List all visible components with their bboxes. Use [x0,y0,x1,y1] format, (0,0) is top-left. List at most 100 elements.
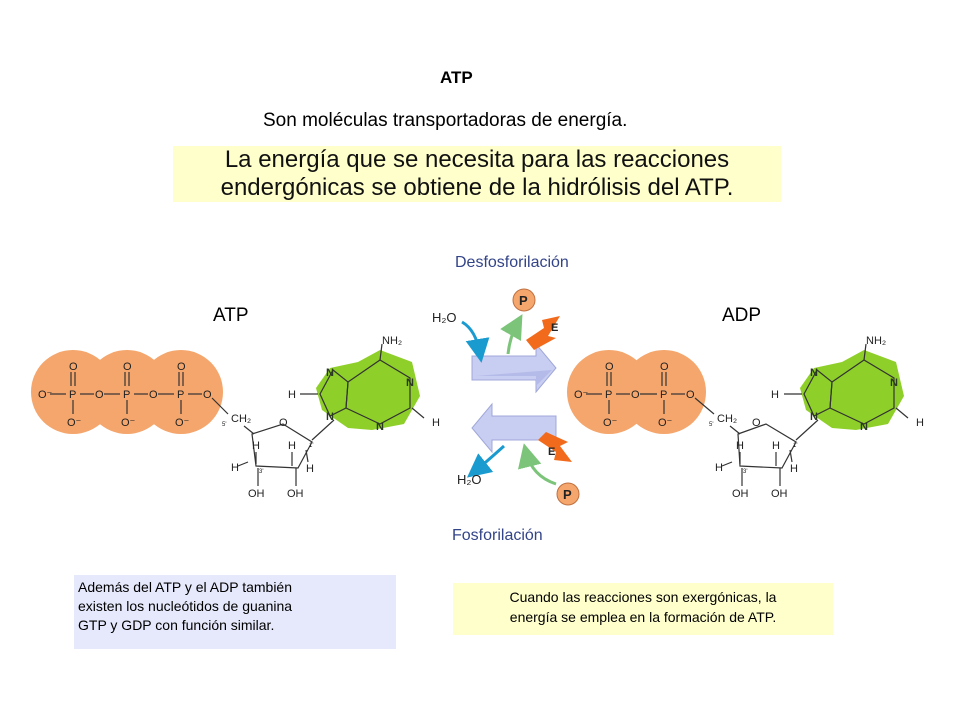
atom-label: H [252,440,260,452]
backward-arrow [471,402,557,454]
atom-label: O [203,389,212,401]
atom-label: O [149,389,158,401]
reaction-arrows: H₂O P E E H₂O P [432,288,580,506]
adp-phosphate-group: O⁻ P O P O O O O⁻ O⁻ [567,350,715,434]
atom-label: O [605,361,614,373]
atom-label: OH [771,488,788,500]
note-line: GTP y GDP con función similar. [78,617,275,633]
adp-molecule: O⁻ P O P O O O O⁻ O⁻ CH₂ 5' O H H H H [567,335,924,500]
atom-label: O⁻ [38,389,53,401]
energy-symbol: E [548,446,555,458]
atom-label: O⁻ [574,389,589,401]
note-nucleotides: Además del ATP y el ADP también existen … [74,575,396,649]
position-label: 3' [259,469,263,475]
atom-label: O [95,389,104,401]
atom-label: H [736,440,744,452]
atom-label: O [69,361,78,373]
atom-label: H [772,440,780,452]
water-label-bottom: H₂O [457,472,482,487]
atom-label: H [231,462,239,474]
atom-label: O [631,389,640,401]
page-title: ATP [440,68,473,87]
atom-label: O⁻ [175,417,190,429]
atom-label: P [69,389,76,401]
atom-label: CH₂ [231,413,251,425]
phosphate-in-arrow [518,443,557,486]
atom-label: N [810,411,818,423]
water-in-arrow [461,320,490,363]
phosphate-symbol: P [519,293,528,308]
note-line: Cuando las reacciones son exergónicas, l… [509,589,777,605]
atom-label: H [288,440,296,452]
atom-label: O [279,417,288,429]
atp-label: ATP [213,305,249,326]
energy-bolt-icon [538,432,572,462]
atom-label: H [715,462,723,474]
phosphate-icon [556,482,580,506]
atom-label: O [123,361,132,373]
note-exergonic: Cuando las reacciones son exergónicas, l… [453,583,833,635]
note-line: energía se emplea en la formación de ATP… [509,609,777,625]
atom-label: O [752,417,761,429]
position-label: 1' [793,443,797,449]
atom-label: H [790,463,798,475]
energy-bolt-icon [526,316,560,350]
note-line: Además del ATP y el ADP también [78,579,293,595]
phosphate-circle [139,350,223,434]
atom-label: O [660,361,669,373]
adp-label: ADP [722,305,762,326]
atp-ribose: CH₂ 5' O H H H H OH OH 3' 1' [222,413,335,500]
atom-label: N [810,367,818,379]
atom-label: H [916,417,924,429]
atom-label: O⁻ [67,417,82,429]
adp-ribose: CH₂ 5' O H H H H OH OH 3' 1' [709,413,819,500]
atom-label: H [306,463,314,475]
atom-label: P [177,389,184,401]
forward-arrow [471,342,557,394]
water-out-arrow [466,444,506,478]
atom-label: H [771,389,779,401]
highlight-line-2: endergónicas se obtiene de la hidrólisis… [220,174,734,201]
highlight-box: La energía que se necesita para las reac… [173,146,781,202]
phosphate-icon [512,288,536,312]
atom-label: N [406,377,414,389]
position-label: 1' [309,443,313,449]
atom-label: OH [732,488,749,500]
atom-label: N [326,367,334,379]
atp-adenine: N N N N NH₂ H H [288,335,440,433]
adp-adenine: N N N N NH₂ H H [771,335,924,433]
highlight-line-1: La energía que se necesita para las reac… [224,146,730,173]
atom-label: O [686,389,695,401]
atom-label: N [890,377,898,389]
subtitle: Son moléculas transportadoras de energía… [263,110,628,131]
atom-label: P [605,389,612,401]
position-label: 5' [709,422,713,428]
atom-label: O⁻ [658,417,673,429]
atom-label: O⁻ [121,417,136,429]
atom-label: H [432,417,440,429]
atom-label: O⁻ [603,417,618,429]
atom-label: OH [248,488,265,500]
energy-symbol: E [551,322,558,334]
atom-label: O [177,361,186,373]
atom-label: CH₂ [717,413,737,425]
atp-molecule: O⁻ P O P O P O O O O O⁻ O⁻ O⁻ CH₂ 5' O H… [31,335,440,500]
atp-phosphate-group: O⁻ P O P O P O O O O O⁻ O⁻ O⁻ [31,350,229,434]
water-label-top: H₂O [432,310,457,325]
phosphate-out-arrow [500,314,523,355]
atom-label: N [860,421,868,433]
phosphorylation-label: Fosforilación [452,527,543,544]
note-line: existen los nucleótidos de guanina [78,598,293,614]
atom-label: NH₂ [382,335,402,347]
dephosphorylation-label: Desfosforilación [455,254,569,271]
atom-label: NH₂ [866,335,886,347]
atom-label: P [123,389,130,401]
atom-label: OH [287,488,304,500]
position-label: 3' [743,469,747,475]
phosphate-symbol: P [563,487,572,502]
phosphate-circle [622,350,706,434]
atom-label: H [288,389,296,401]
position-label: 5' [222,422,226,428]
atom-label: N [376,421,384,433]
